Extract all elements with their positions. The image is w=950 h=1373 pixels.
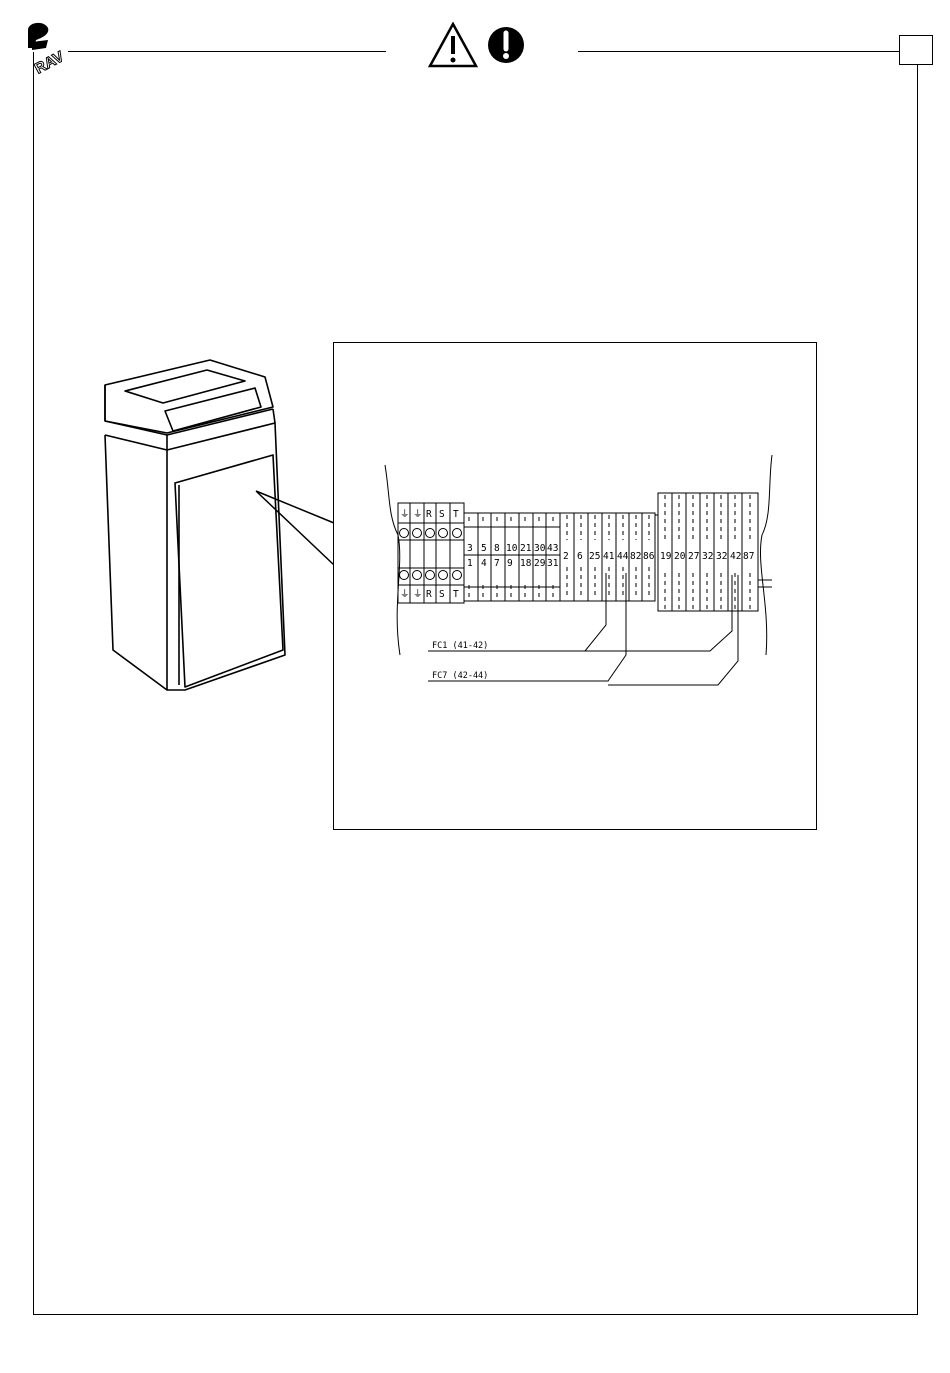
terminal-bottom-1: 4	[481, 558, 487, 569]
pe-label-4: ⏚	[413, 589, 423, 600]
phase-label-s-bottom: S	[439, 589, 445, 600]
terminal-bottom-4: 18	[520, 558, 532, 569]
terminal-top-2: 8	[494, 543, 500, 554]
terminal-right-3: 32	[702, 551, 713, 562]
terminal-middle-6: 86	[643, 551, 655, 562]
terminal-middle-2: 25	[589, 551, 600, 562]
header-rule-left	[68, 51, 386, 52]
warning-triangle-icon	[428, 22, 478, 68]
header-rule-right	[578, 51, 900, 52]
terminal-top-1: 5	[481, 543, 487, 554]
frame-left-border	[33, 52, 34, 1315]
rav-logo: RAV	[22, 18, 72, 74]
terminal-middle-3: 41	[603, 551, 615, 562]
terminal-bottom-6: 31	[547, 558, 559, 569]
logo-text: RAV	[32, 48, 67, 74]
terminal-middle-1: 6	[577, 551, 583, 562]
terminal-block-diagram: ⏚ ⏚ R S T ⏚ ⏚ R S T 3 5 8 10 21 30 43 1 …	[380, 455, 780, 695]
terminal-middle-0: 2	[563, 551, 569, 562]
phase-label-r-bottom: R	[426, 589, 432, 600]
frame-right-border	[917, 62, 918, 1315]
phase-label-t-bottom: T	[453, 589, 459, 600]
terminal-bottom-3: 9	[507, 558, 513, 569]
terminal-right-4: 32	[716, 551, 727, 562]
phase-label-s: S	[439, 509, 445, 520]
terminal-right-5: 42	[730, 551, 741, 562]
terminal-middle-4: 44	[617, 551, 629, 562]
terminal-right-1: 20	[674, 551, 686, 562]
terminal-right-0: 19	[660, 551, 672, 562]
terminal-top-3: 10	[506, 543, 518, 554]
terminal-top-4: 21	[520, 543, 532, 554]
pe-label-3: ⏚	[400, 589, 410, 600]
pe-label-1: ⏚	[400, 509, 410, 520]
pe-label-2: ⏚	[413, 509, 423, 520]
callout-label-fc1: FC1 (41-42)	[432, 641, 488, 651]
terminal-right-6: 87	[743, 551, 754, 562]
frame-bottom-border	[33, 1314, 918, 1315]
terminal-right-2: 27	[688, 551, 699, 562]
phase-label-r: R	[426, 509, 432, 520]
terminal-top-5: 30	[534, 543, 546, 554]
page-number-box	[899, 35, 933, 65]
callout-wedge	[250, 485, 340, 575]
terminal-top-0: 3	[467, 543, 473, 554]
terminal-bottom-0: 1	[467, 558, 473, 569]
callout-label-fc7: FC7 (42-44)	[432, 671, 488, 681]
terminal-bottom-5: 29	[534, 558, 546, 569]
terminal-middle-5: 82	[630, 551, 641, 562]
phase-label-t: T	[453, 509, 459, 520]
terminal-top-6: 43	[547, 543, 558, 554]
exclamation-circle-icon	[487, 26, 525, 64]
terminal-bottom-2: 7	[494, 558, 500, 569]
